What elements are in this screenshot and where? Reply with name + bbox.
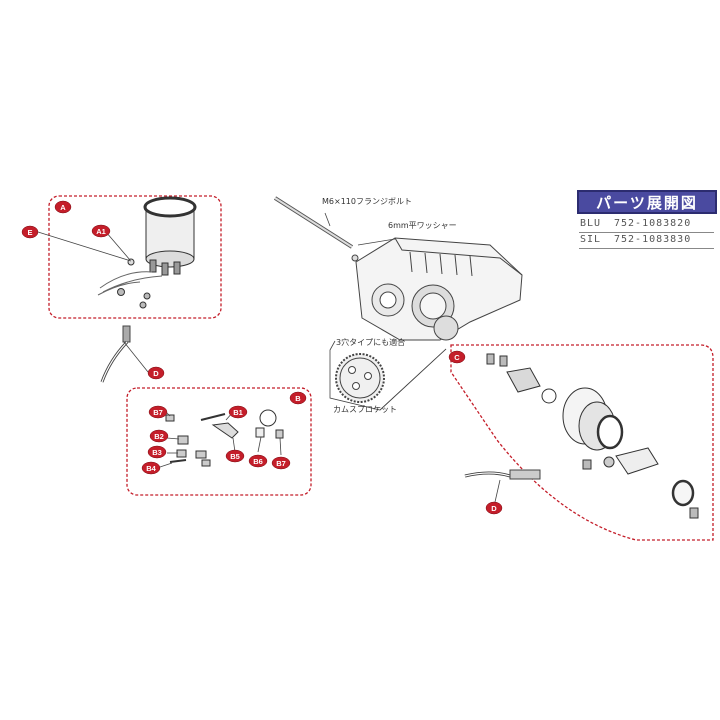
label-b3: B3 [152,448,162,457]
label-a: A [60,203,66,212]
callout-bolt: M6×110フランジボルト [322,197,412,206]
part-number-blu: BLU 752-1083820 [580,218,691,229]
label-d-left: D [153,369,159,378]
part-number-divider-2 [579,248,714,249]
badge-b7-left [148,405,168,419]
badge-b7-right [271,456,291,470]
badge-b [289,391,307,405]
badge-b1 [228,405,248,419]
badge-a [54,200,72,214]
callout-cam-sprocket: カムスプロケット [333,405,397,414]
part-code-blu: 752-1083820 [614,218,692,229]
label-d-right: D [491,504,497,513]
label-e: E [27,228,32,237]
badge-b5 [225,449,245,463]
group-b-box [126,387,312,496]
group-a-box [48,195,222,319]
badge-d-right [485,501,503,515]
engine-cylinder-head [273,196,523,341]
badge-b6 [248,454,268,468]
drive-assembly-group-c [486,353,699,519]
part-number-divider-1 [579,232,714,233]
label-b5: B5 [230,452,240,461]
label-b1: B1 [233,408,243,417]
badge-b2 [149,429,169,443]
tachometer-gauge [97,196,197,309]
callout-three-hole: 3穴タイプにも適合 [336,338,406,347]
badge-b3 [147,445,167,459]
part-color-blu: BLU [580,218,602,229]
part-code-sil: 752-1083830 [614,234,692,245]
label-b: B [295,394,301,403]
diagram-title: パーツ展開図 [577,190,717,214]
label-b2: B2 [154,432,164,441]
callout-washer: 6mm平ワッシャー [388,221,457,230]
badge-e [21,225,39,239]
badge-a1 [91,224,111,238]
label-b6: B6 [253,457,263,466]
badge-d-left [147,366,165,380]
group-c-outline [450,344,714,541]
label-c: C [454,353,460,362]
badge-b4 [141,461,161,475]
part-color-sil: SIL [580,234,602,245]
label-b4: B4 [146,464,156,473]
small-parts-group-b [165,409,284,467]
cam-sprocket [335,353,385,403]
label-b7-left: B7 [153,408,163,417]
part-number-sil: SIL 752-1083830 [580,234,691,245]
label-a1: A1 [96,227,106,236]
speedometer-cable-left [100,325,131,383]
speedometer-cable-right [464,469,541,480]
label-b7-right: B7 [276,459,286,468]
badge-c [448,350,466,364]
